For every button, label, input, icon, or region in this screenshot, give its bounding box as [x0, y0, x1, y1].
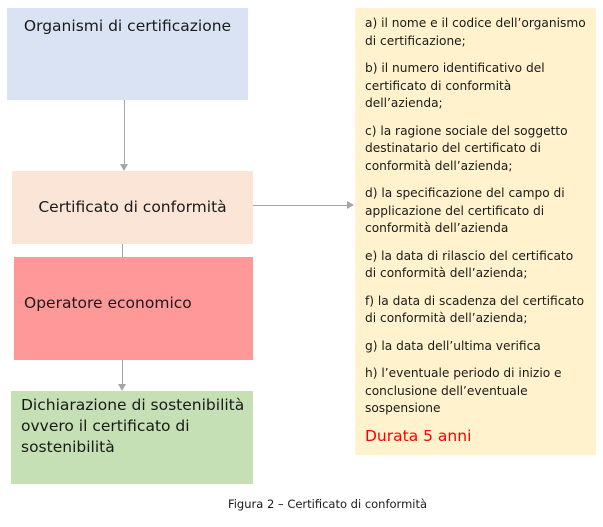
connector-certificato-to-details — [253, 205, 347, 206]
detail-item-c: c) la ragione sociale del soggetto desti… — [365, 123, 568, 173]
detail-item-h: h) l’eventuale periodo di inizio e concl… — [365, 366, 562, 415]
arrow-down-icon — [118, 384, 126, 391]
figure-caption: Figura 2 – Certificato di conformità — [227, 497, 428, 511]
box-label: Operatore economico — [24, 294, 192, 312]
box-operatore-economico: Operatore economico — [14, 257, 253, 360]
detail-item-a: a) il nome e il codice dell’organismo di… — [365, 16, 586, 48]
detail-item-f: f) la data di scadenza del certificato d… — [365, 293, 585, 326]
box-dichiarazione-di-sostenibilita: Dichiarazione di sostenibilità ovvero il… — [11, 391, 253, 484]
box-label: Dichiarazione di sostenibilità ovvero il… — [21, 396, 245, 456]
arrow-down-icon — [120, 164, 128, 171]
box-label: Certificato di conformità — [38, 198, 227, 216]
box-certificato-di-conformita: Certificato di conformità — [12, 171, 253, 244]
connector-organismi-to-certificato — [124, 100, 125, 164]
detail-item-g: g) la data dell’ultima verifica — [365, 338, 541, 353]
arrow-right-icon — [347, 201, 354, 209]
connector-certificato-to-operatore — [122, 244, 123, 257]
details-panel: a) il nome e il codice dell’organismo di… — [355, 8, 596, 455]
box-organismi-di-certificazione: Organismi di certificazione — [7, 8, 248, 100]
detail-item-e: e) la data di rilascio del certificato d… — [365, 248, 574, 281]
duration-label: Durata 5 anni — [365, 426, 472, 445]
detail-item-d: d) la specificazione del campo di applic… — [365, 186, 565, 235]
box-label: Organismi di certificazione — [23, 17, 232, 35]
connector-operatore-to-dichiarazione — [122, 360, 123, 384]
detail-item-b: b) il numero identificativo del certific… — [365, 61, 545, 110]
